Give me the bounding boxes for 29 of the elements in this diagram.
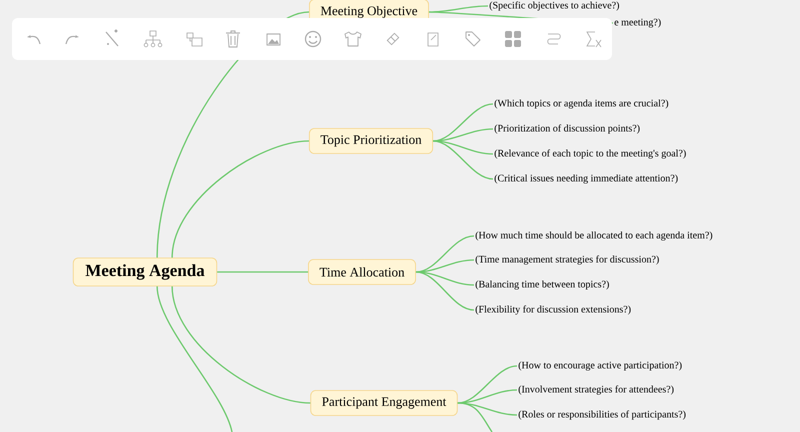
branch-line: [416, 235, 474, 273]
subtopic-text: (Balancing time between topics?): [476, 280, 609, 290]
branch-line: [458, 402, 493, 432]
topic-box: Time Allocation: [308, 259, 416, 285]
subtopic-text: (How to encourage active participation?): [518, 361, 682, 371]
branch-line: [432, 103, 494, 142]
subtopic-text: (Prioritization of discussion points?): [494, 124, 640, 134]
subtopic-text: (Roles or responsibilities of participants?): [518, 410, 686, 420]
root-topic-box: Meeting Agenda: [72, 258, 218, 286]
subtopic-text: (Time management strategies for discussion?): [476, 255, 659, 265]
subtopic-text: e meeting?): [614, 18, 661, 28]
branch-line: [458, 389, 518, 404]
subtopic-text: (Involvement strategies for attendees?): [518, 385, 674, 395]
topic-box: Participant Engagement: [310, 390, 458, 416]
subtopic-text: (How much time should be allocated to each agenda item?): [476, 231, 712, 241]
subtopic-text: (Critical issues needing immediate attention?): [494, 174, 678, 184]
subtopic-text: (Flexibility for discussion extensions?): [476, 305, 631, 315]
branch-line: [433, 128, 494, 142]
subtopic-text: (Specific objectives to achieve?): [490, 1, 619, 11]
branch-line: [156, 286, 233, 432]
branch-line: [217, 271, 308, 273]
branch-line: [171, 286, 310, 404]
branch-line: [432, 140, 494, 180]
branch-line: [416, 271, 474, 311]
branch-line: [171, 140, 310, 258]
subtopic-text: (Relevance of each topic to the meeting's goal?): [494, 149, 686, 159]
subtopic-text: (Which topics or agenda items are crucial?): [494, 99, 668, 109]
branch-line: [458, 365, 518, 404]
topic-box: Topic Prioritization: [308, 128, 434, 154]
